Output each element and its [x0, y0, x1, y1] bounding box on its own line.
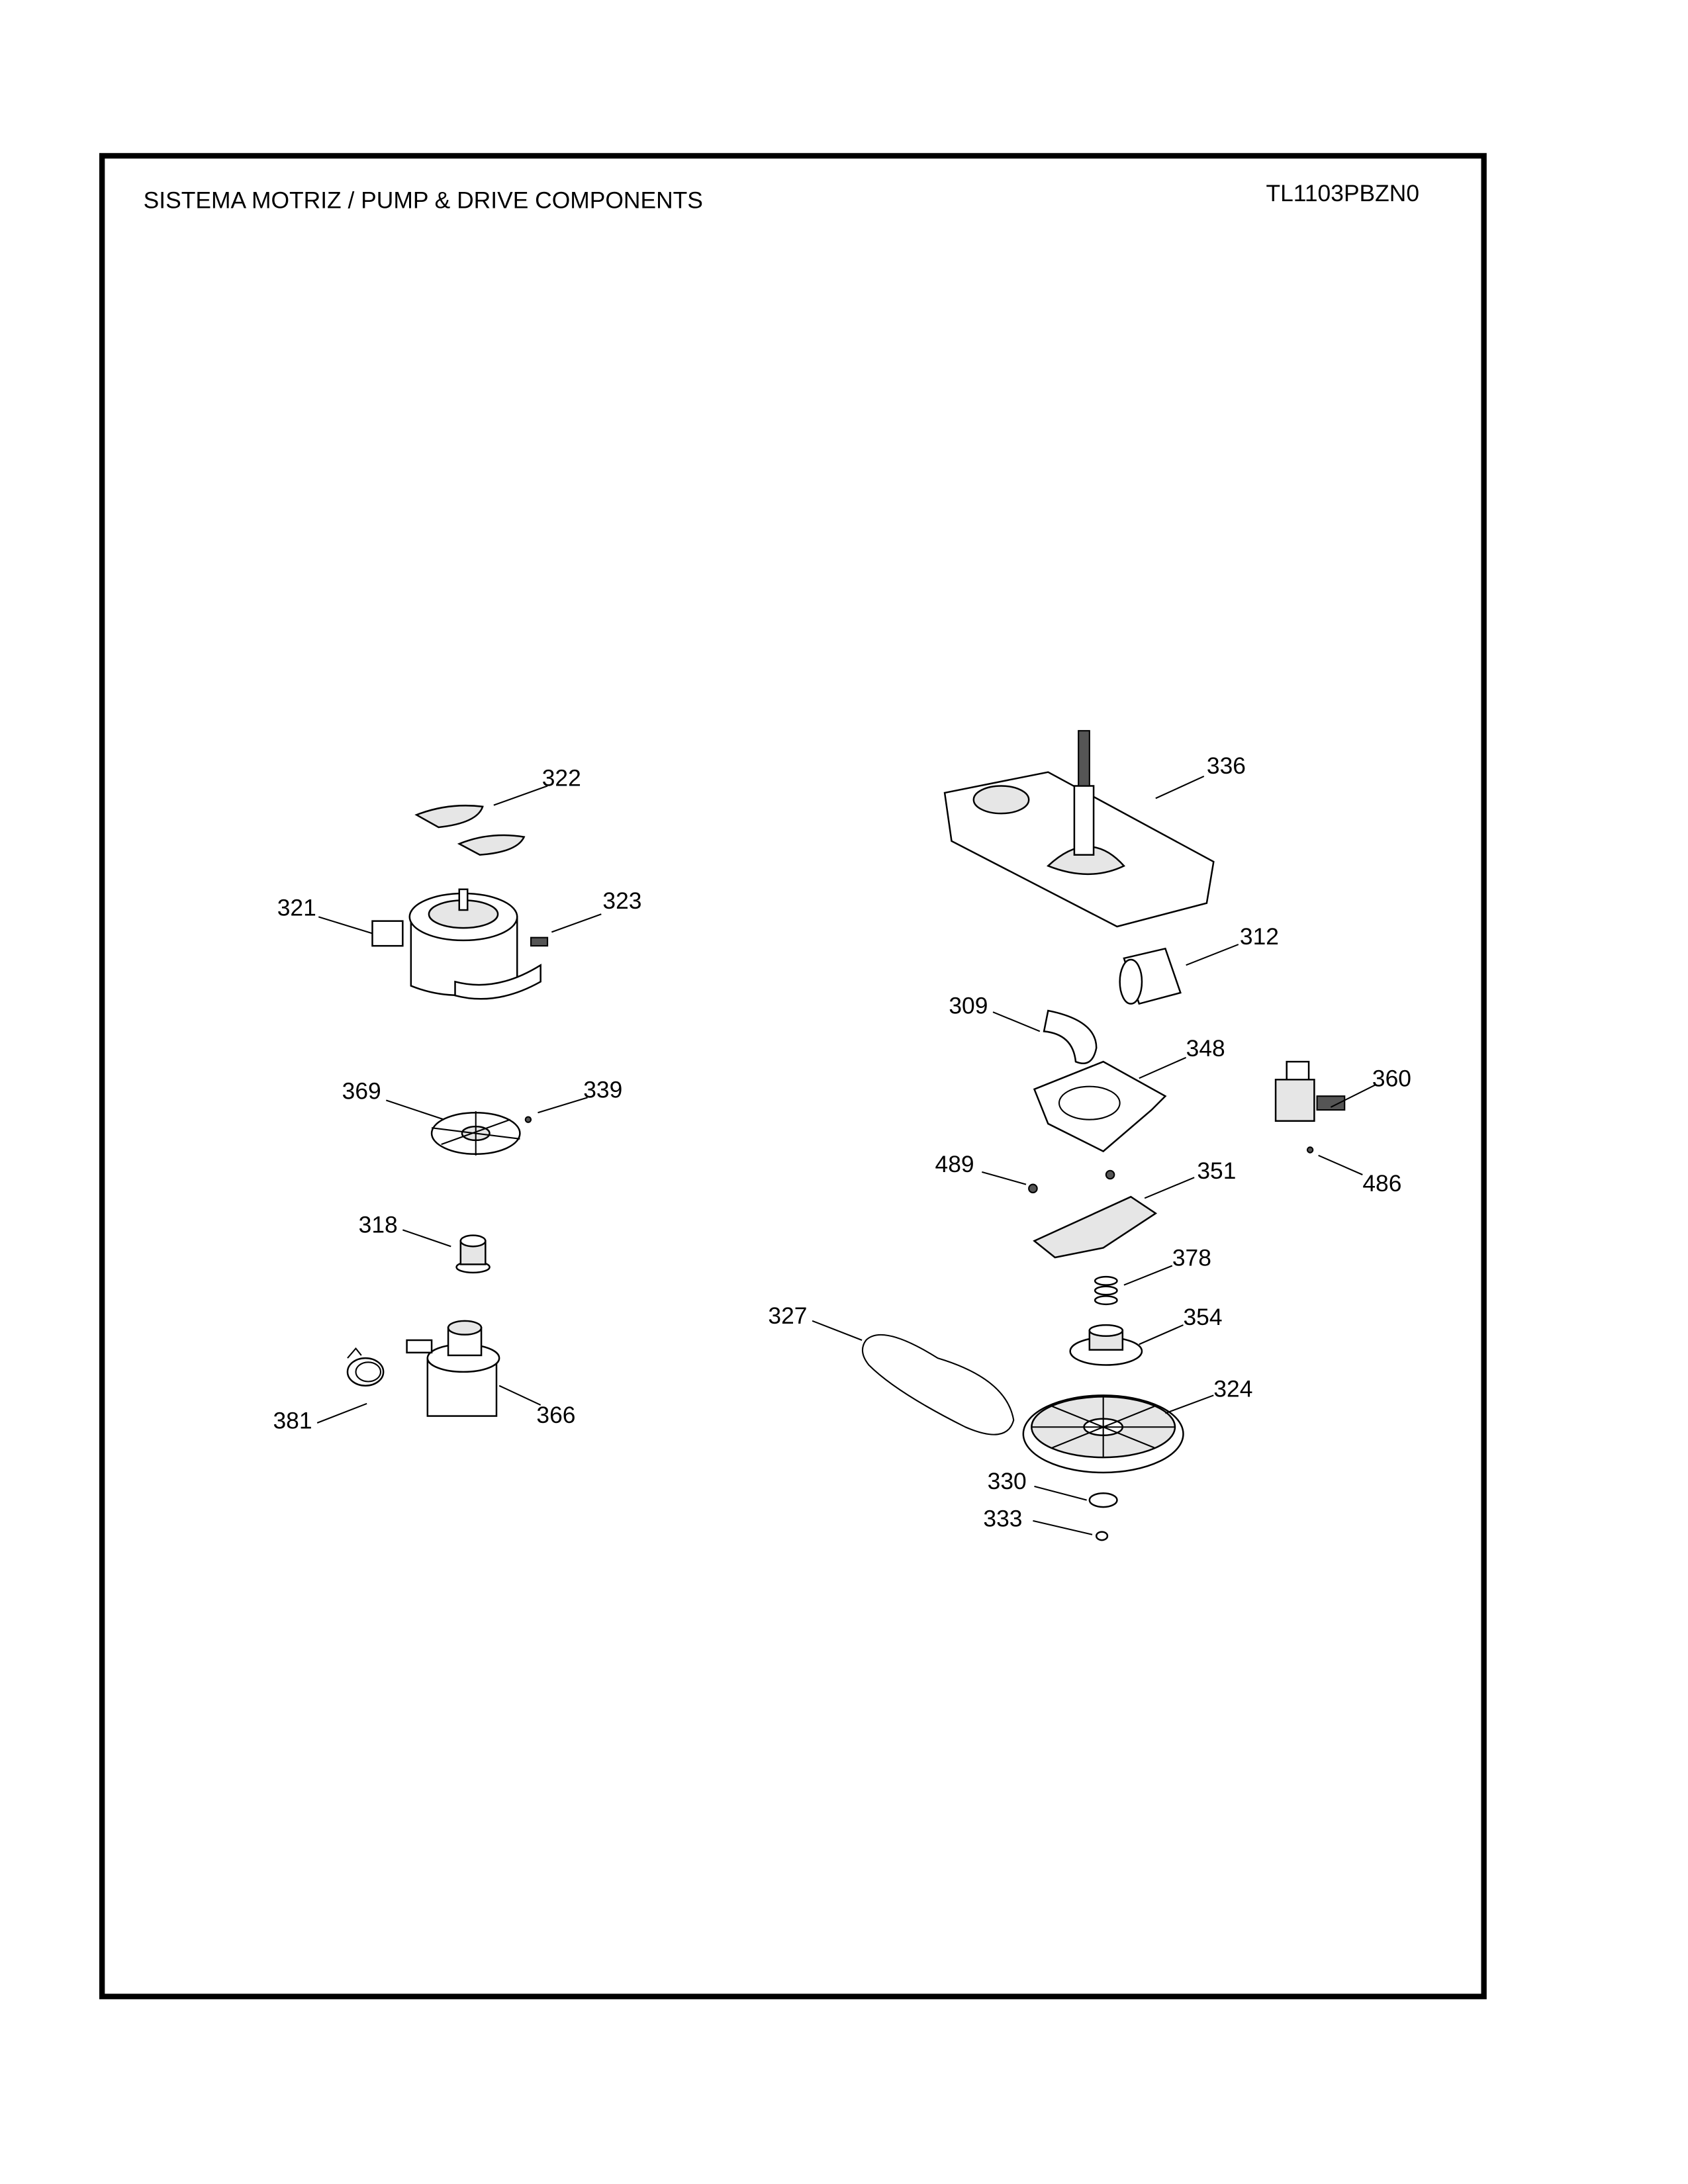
- callout-348: 348: [1186, 1035, 1225, 1062]
- callout-486: 486: [1362, 1170, 1401, 1197]
- callout-333: 333: [983, 1505, 1022, 1531]
- callout-330: 330: [988, 1468, 1027, 1494]
- part-351-cover[interactable]: [1033, 1195, 1158, 1259]
- part-381-hose-clamp[interactable]: [346, 1347, 385, 1387]
- part-323-clip[interactable]: [530, 936, 549, 947]
- part-333-retaining-ring[interactable]: [1096, 1531, 1109, 1541]
- callout-369: 369: [342, 1077, 381, 1104]
- callout-336: 336: [1207, 752, 1246, 779]
- callout-322: 322: [542, 765, 581, 792]
- diagram-title: SISTEMA MOTRIZ / PUMP & DRIVE COMPONENTS: [144, 187, 703, 214]
- callout-339: 339: [583, 1076, 622, 1103]
- part-489-screws[interactable]: [1028, 1169, 1115, 1194]
- part-354-clutch-gear[interactable]: [1069, 1324, 1143, 1366]
- part-312-capacitor[interactable]: [1119, 947, 1182, 1005]
- callout-321: 321: [277, 894, 316, 921]
- callout-489: 489: [935, 1151, 974, 1177]
- part-378-spring[interactable]: [1094, 1275, 1118, 1306]
- part-369-fan[interactable]: [430, 1111, 521, 1156]
- part-327-drive-belt[interactable]: [862, 1334, 1015, 1435]
- callout-327: 327: [768, 1302, 807, 1329]
- part-322-motor-pads[interactable]: [414, 804, 526, 856]
- part-348-bracket[interactable]: [1033, 1060, 1167, 1153]
- part-486-screw[interactable]: [1306, 1146, 1314, 1154]
- callout-354: 354: [1184, 1304, 1223, 1330]
- callout-323: 323: [602, 887, 641, 914]
- callout-366: 366: [536, 1402, 575, 1428]
- callout-309: 309: [949, 992, 988, 1019]
- callout-360: 360: [1372, 1066, 1411, 1092]
- callout-378: 378: [1172, 1244, 1211, 1271]
- part-324-pulley[interactable]: [1022, 1394, 1184, 1474]
- callout-324: 324: [1213, 1375, 1252, 1402]
- diagram-frame: [99, 153, 1487, 1999]
- part-366-drain-pump[interactable]: [406, 1320, 500, 1417]
- callout-381: 381: [273, 1407, 312, 1433]
- part-309-capacitor-strap[interactable]: [1043, 1009, 1098, 1065]
- part-321-motor[interactable]: [371, 888, 541, 1000]
- part-330-washer[interactable]: [1088, 1492, 1118, 1508]
- part-339-fastener[interactable]: [524, 1116, 532, 1123]
- part-318-filter-plug[interactable]: [455, 1234, 491, 1274]
- callout-312: 312: [1240, 923, 1279, 950]
- part-360-shift-actuator[interactable]: [1274, 1060, 1346, 1122]
- part-336-transmission-base[interactable]: [943, 730, 1215, 928]
- callout-351: 351: [1197, 1158, 1236, 1184]
- callout-318: 318: [359, 1211, 398, 1238]
- model-number: TL1103PBZN0: [1266, 180, 1420, 206]
